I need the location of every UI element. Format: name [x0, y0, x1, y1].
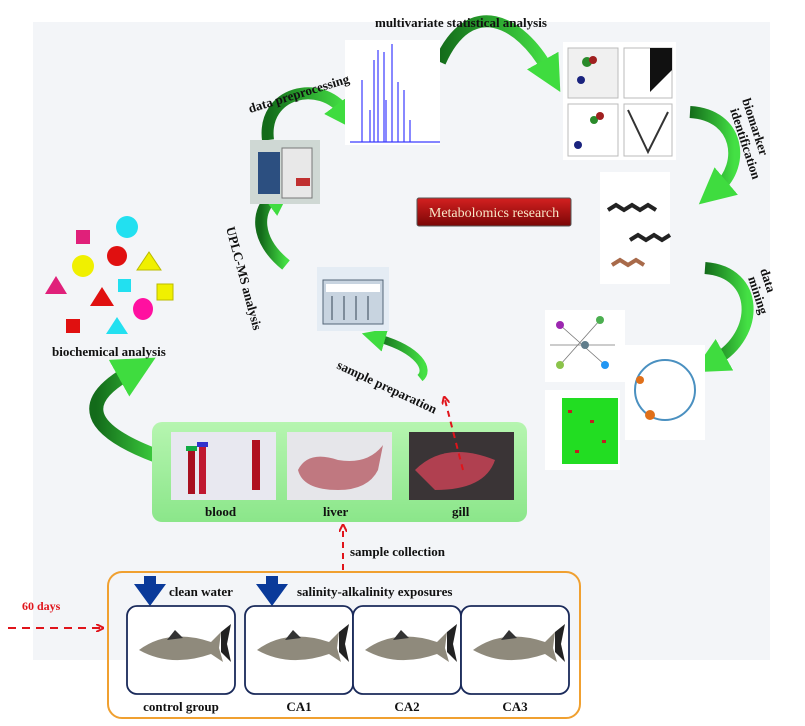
exposure-arrow-icon [256, 576, 288, 606]
fish-image [473, 624, 565, 662]
data-mining-network-image [545, 310, 625, 382]
metabolomics-research-title: Metabolomics research [416, 197, 572, 227]
label-clean-water: clean water [169, 584, 233, 599]
title-text: Metabolomics research [429, 206, 559, 221]
biomarker-molecules-image [600, 172, 672, 284]
fish-image [257, 624, 349, 662]
liver-image [287, 432, 392, 500]
arrow-to-biochemical [89, 357, 171, 467]
experiment-groups-box [107, 571, 581, 719]
dashed-arrow-sample-prep [445, 400, 464, 471]
group-label: control group [143, 699, 219, 714]
group-label: CA2 [394, 699, 419, 714]
label-sample-collection: sample collection [350, 544, 446, 559]
chromatogram-image [345, 40, 440, 145]
multivariate-plots-image [563, 42, 676, 160]
arrow-to-biomarker [689, 106, 741, 205]
experiment-groups: control group CA1 CA2 CA3 [126, 605, 570, 714]
arrow-to-sample-prep [361, 328, 428, 382]
clean-water-arrow-icon [134, 576, 166, 606]
tissue-label-liver: liver [323, 504, 348, 519]
workflow-arrows [89, 15, 754, 467]
group-label: CA1 [286, 699, 311, 714]
tissue-label-gill: gill [452, 504, 470, 519]
fish-image [139, 624, 231, 662]
sample-prep-device-image [317, 267, 389, 331]
arrow-to-mining [692, 262, 754, 373]
label-salinity-alkalinity-exposures: salinity-alkalinity exposures [297, 584, 452, 599]
biochemical-shapes-icon [45, 216, 174, 334]
label-multivariate-analysis: multivariate statistical analysis [375, 15, 547, 30]
group-label: CA3 [502, 699, 528, 714]
tissue-label-blood: blood [205, 504, 237, 519]
group-1: control group [126, 605, 236, 714]
blood-image [171, 432, 276, 500]
arrow-to-preprocessing [261, 87, 360, 141]
group-2: CA1 [244, 605, 354, 714]
label-60-days: 60 days [22, 599, 61, 613]
label-biochemical-analysis: biochemical analysis [52, 344, 166, 359]
data-mining-pathway-image [625, 345, 705, 440]
fish-image [365, 624, 457, 662]
tissue-panel [152, 422, 527, 522]
label-data: data [757, 266, 779, 294]
arrow-to-multivariate [434, 15, 561, 92]
uplc-ms-instrument-image [250, 140, 320, 204]
group-3: CA2 [352, 605, 462, 714]
group-4: CA3 [460, 605, 570, 714]
data-mining-heatmap-image [545, 390, 620, 470]
gill-image [409, 432, 514, 500]
